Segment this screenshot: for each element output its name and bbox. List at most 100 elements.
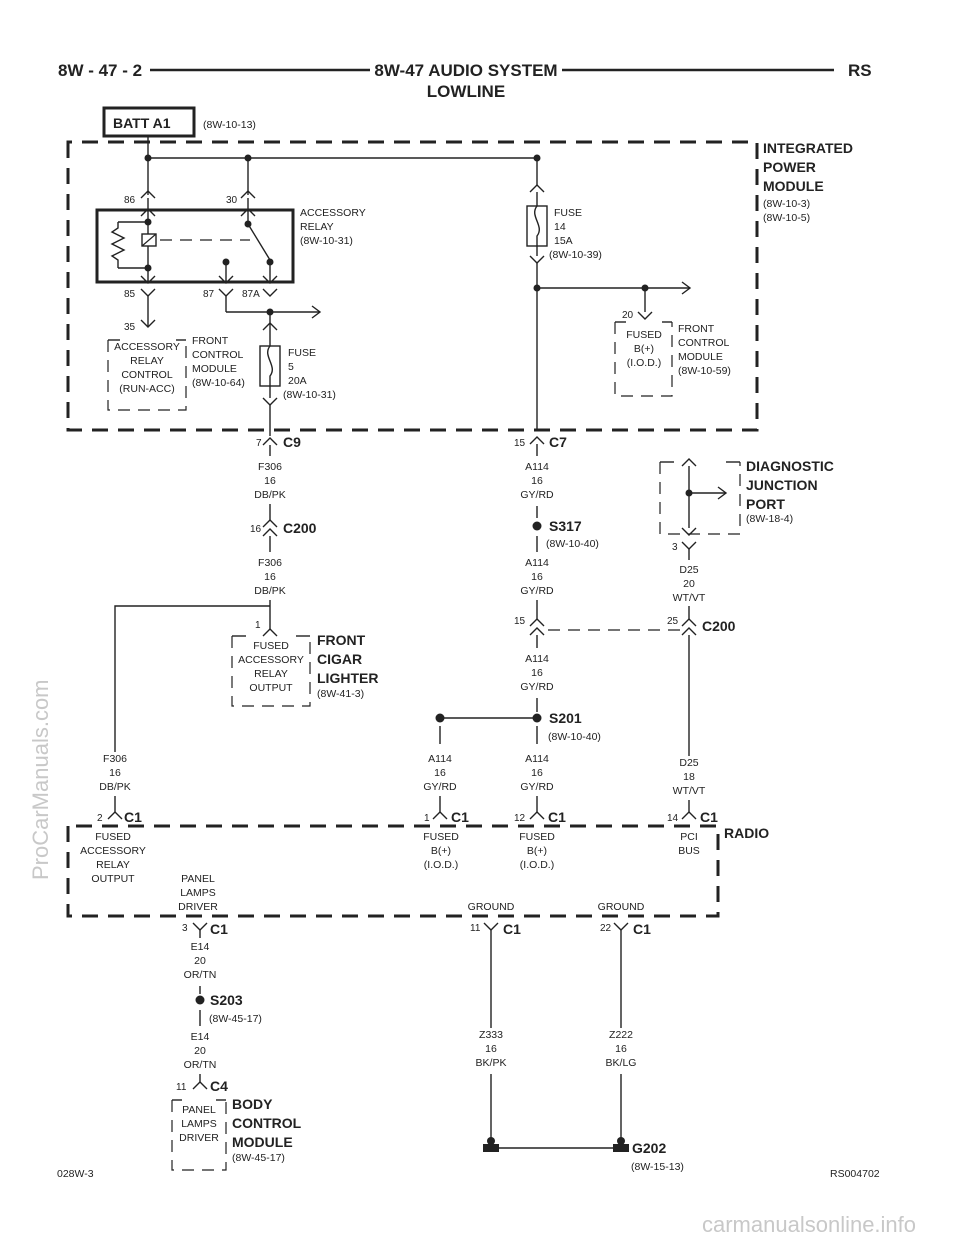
wire-a114-d-l1: A114 — [428, 753, 452, 765]
fcm-fused-lab-3: MODULE — [678, 351, 723, 363]
c200-a-name: C200 — [283, 520, 317, 536]
fcm-relay-lab-1: FRONT — [192, 335, 229, 347]
ipm-label-1: INTEGRATED — [763, 140, 853, 156]
radio-gnd-2: GROUND — [598, 901, 645, 913]
bcm-box-1: PANEL — [182, 1104, 216, 1116]
cigar-ref: (8W-41-3) — [317, 688, 364, 700]
wire-a114-b-l2: 16 — [531, 571, 543, 583]
fcm-fused-ref: (8W-10-59) — [678, 365, 731, 377]
wire-a114-a-l3: GY/RD — [520, 489, 554, 501]
radio-c1-1-pin: 1 — [424, 813, 430, 824]
bcm-lab-1: BODY — [232, 1096, 273, 1112]
fcm-relay-box-2: RELAY — [130, 355, 164, 367]
wire-e14-a-l1: E14 — [191, 941, 210, 953]
wire-z222-l3: BK/LG — [606, 1057, 637, 1069]
bcm-box-3: DRIVER — [179, 1132, 219, 1144]
wire-a114-a-l1: A114 — [525, 461, 549, 473]
wire-f306-b-l1: F306 — [258, 557, 282, 569]
bcm-box-2: LAMPS — [181, 1118, 217, 1130]
radio-c1-14-pin: 14 — [667, 813, 679, 824]
ipm-ref-1: (8W-10-3) — [763, 198, 810, 210]
wire-d25-b-l3: WT/VT — [673, 785, 706, 797]
cigar-box-1: FUSED — [253, 640, 289, 652]
wire-d25-b-l1: D25 — [679, 757, 698, 769]
c4-name: C4 — [210, 1078, 228, 1094]
relay-ref: (8W-10-31) — [300, 235, 353, 247]
wire-e14-b-l3: OR/TN — [184, 1059, 217, 1071]
wire-f306-c-l2: 16 — [109, 767, 121, 779]
s203-splice — [195, 995, 205, 1005]
relay-pin-87a: 87A — [242, 289, 260, 300]
radio-outline — [66, 824, 720, 918]
relay-label-1: ACCESSORY — [300, 207, 366, 219]
wire-f306-a-l2: 16 — [264, 475, 276, 487]
model-code: RS — [848, 61, 872, 80]
wire-f306-b-l2: 16 — [264, 571, 276, 583]
s201-ref: (8W-10-40) — [548, 731, 601, 743]
cigar-box-2: ACCESSORY — [238, 654, 304, 666]
cigar-lab-2: CIGAR — [317, 651, 362, 667]
radio-c1-14-name: C1 — [700, 809, 718, 825]
radio-fao-1: FUSED — [95, 831, 131, 843]
djp-lab-2: JUNCTION — [746, 477, 818, 493]
relay-pin-30: 30 — [226, 195, 238, 206]
relay-pin-87: 87 — [203, 289, 215, 300]
wire-e14-b-l2: 20 — [194, 1045, 206, 1057]
g202-name: G202 — [632, 1140, 666, 1156]
cigar-lab-1: FRONT — [317, 632, 366, 648]
radio-fao-3: RELAY — [96, 859, 130, 871]
footer-right: RS004702 — [830, 1168, 880, 1180]
batt-box — [102, 106, 196, 138]
radio-fb1-2: B(+) — [431, 845, 451, 857]
djp-lab-3: PORT — [746, 496, 785, 512]
djp-lab-1: DIAGNOSTIC — [746, 458, 834, 474]
fuse5-ref: (8W-10-31) — [283, 389, 336, 401]
radio-c1-11-pin: 11 — [470, 923, 481, 934]
c200-b-name: C200 — [702, 618, 736, 634]
cigar-lab-3: LIGHTER — [317, 670, 378, 686]
radio-fb1-1: FUSED — [423, 831, 459, 843]
c200-a-pin: 16 — [250, 524, 262, 535]
fuse14-l2: 14 — [554, 221, 566, 233]
fcm-relay-box-1: ACCESSORY — [114, 341, 180, 353]
radio-c1-2-name: C1 — [124, 809, 142, 825]
ipm-label-2: POWER — [763, 159, 816, 175]
radio-pci-2: BUS — [678, 845, 700, 857]
djp-pin: 3 — [672, 542, 678, 553]
wire-f306-a-l1: F306 — [258, 461, 282, 473]
wire-e14-a-l2: 20 — [194, 955, 206, 967]
relay-pin-86: 86 — [124, 195, 136, 206]
radio-gnd-1: GROUND — [468, 901, 515, 913]
wire-a114-e-l3: GY/RD — [520, 781, 554, 793]
wire-e14-b-l1: E14 — [191, 1031, 210, 1043]
fuse5-l2: 5 — [288, 361, 294, 373]
wire-a114-c-l1: A114 — [525, 653, 549, 665]
radio-fb2-1: FUSED — [519, 831, 555, 843]
wire-a114-d-l3: GY/RD — [423, 781, 457, 793]
wire-a114-e-l1: A114 — [525, 753, 549, 765]
wire-f306-b-l3: DB/PK — [254, 585, 286, 597]
wire-d25-a-l3: WT/VT — [673, 592, 706, 604]
fcm-fused-box-2: B(+) — [634, 343, 654, 355]
wire-a114-a-l2: 16 — [531, 475, 543, 487]
bottom-watermark: carmanualsonline.info — [702, 1212, 916, 1237]
radio-fao-2: ACCESSORY — [80, 845, 146, 857]
s201-name: S201 — [549, 710, 582, 726]
radio-c1-11-name: C1 — [503, 921, 521, 937]
batt-ref: (8W-10-13) — [203, 119, 256, 131]
wire-a114-c-l2: 16 — [531, 667, 543, 679]
c7-name: C7 — [549, 434, 567, 450]
radio-c1-12-pin: 12 — [514, 813, 526, 824]
radio-c1-3-name: C1 — [210, 921, 228, 937]
radio-fb2-3: (I.O.D.) — [520, 859, 554, 871]
wire-a114-d-l2: 16 — [434, 767, 446, 779]
fcm-fused-box-3: (I.O.D.) — [627, 357, 661, 369]
wire-e14-a-l3: OR/TN — [184, 969, 217, 981]
wire-z222-l2: 16 — [615, 1043, 627, 1055]
c200-b-pin-left: 15 — [514, 616, 526, 627]
radio-c1-22-pin: 22 — [600, 923, 612, 934]
fcm-fused-box-1: FUSED — [626, 329, 662, 341]
radio-fb1-3: (I.O.D.) — [424, 859, 458, 871]
cigar-box-3: RELAY — [254, 668, 288, 680]
